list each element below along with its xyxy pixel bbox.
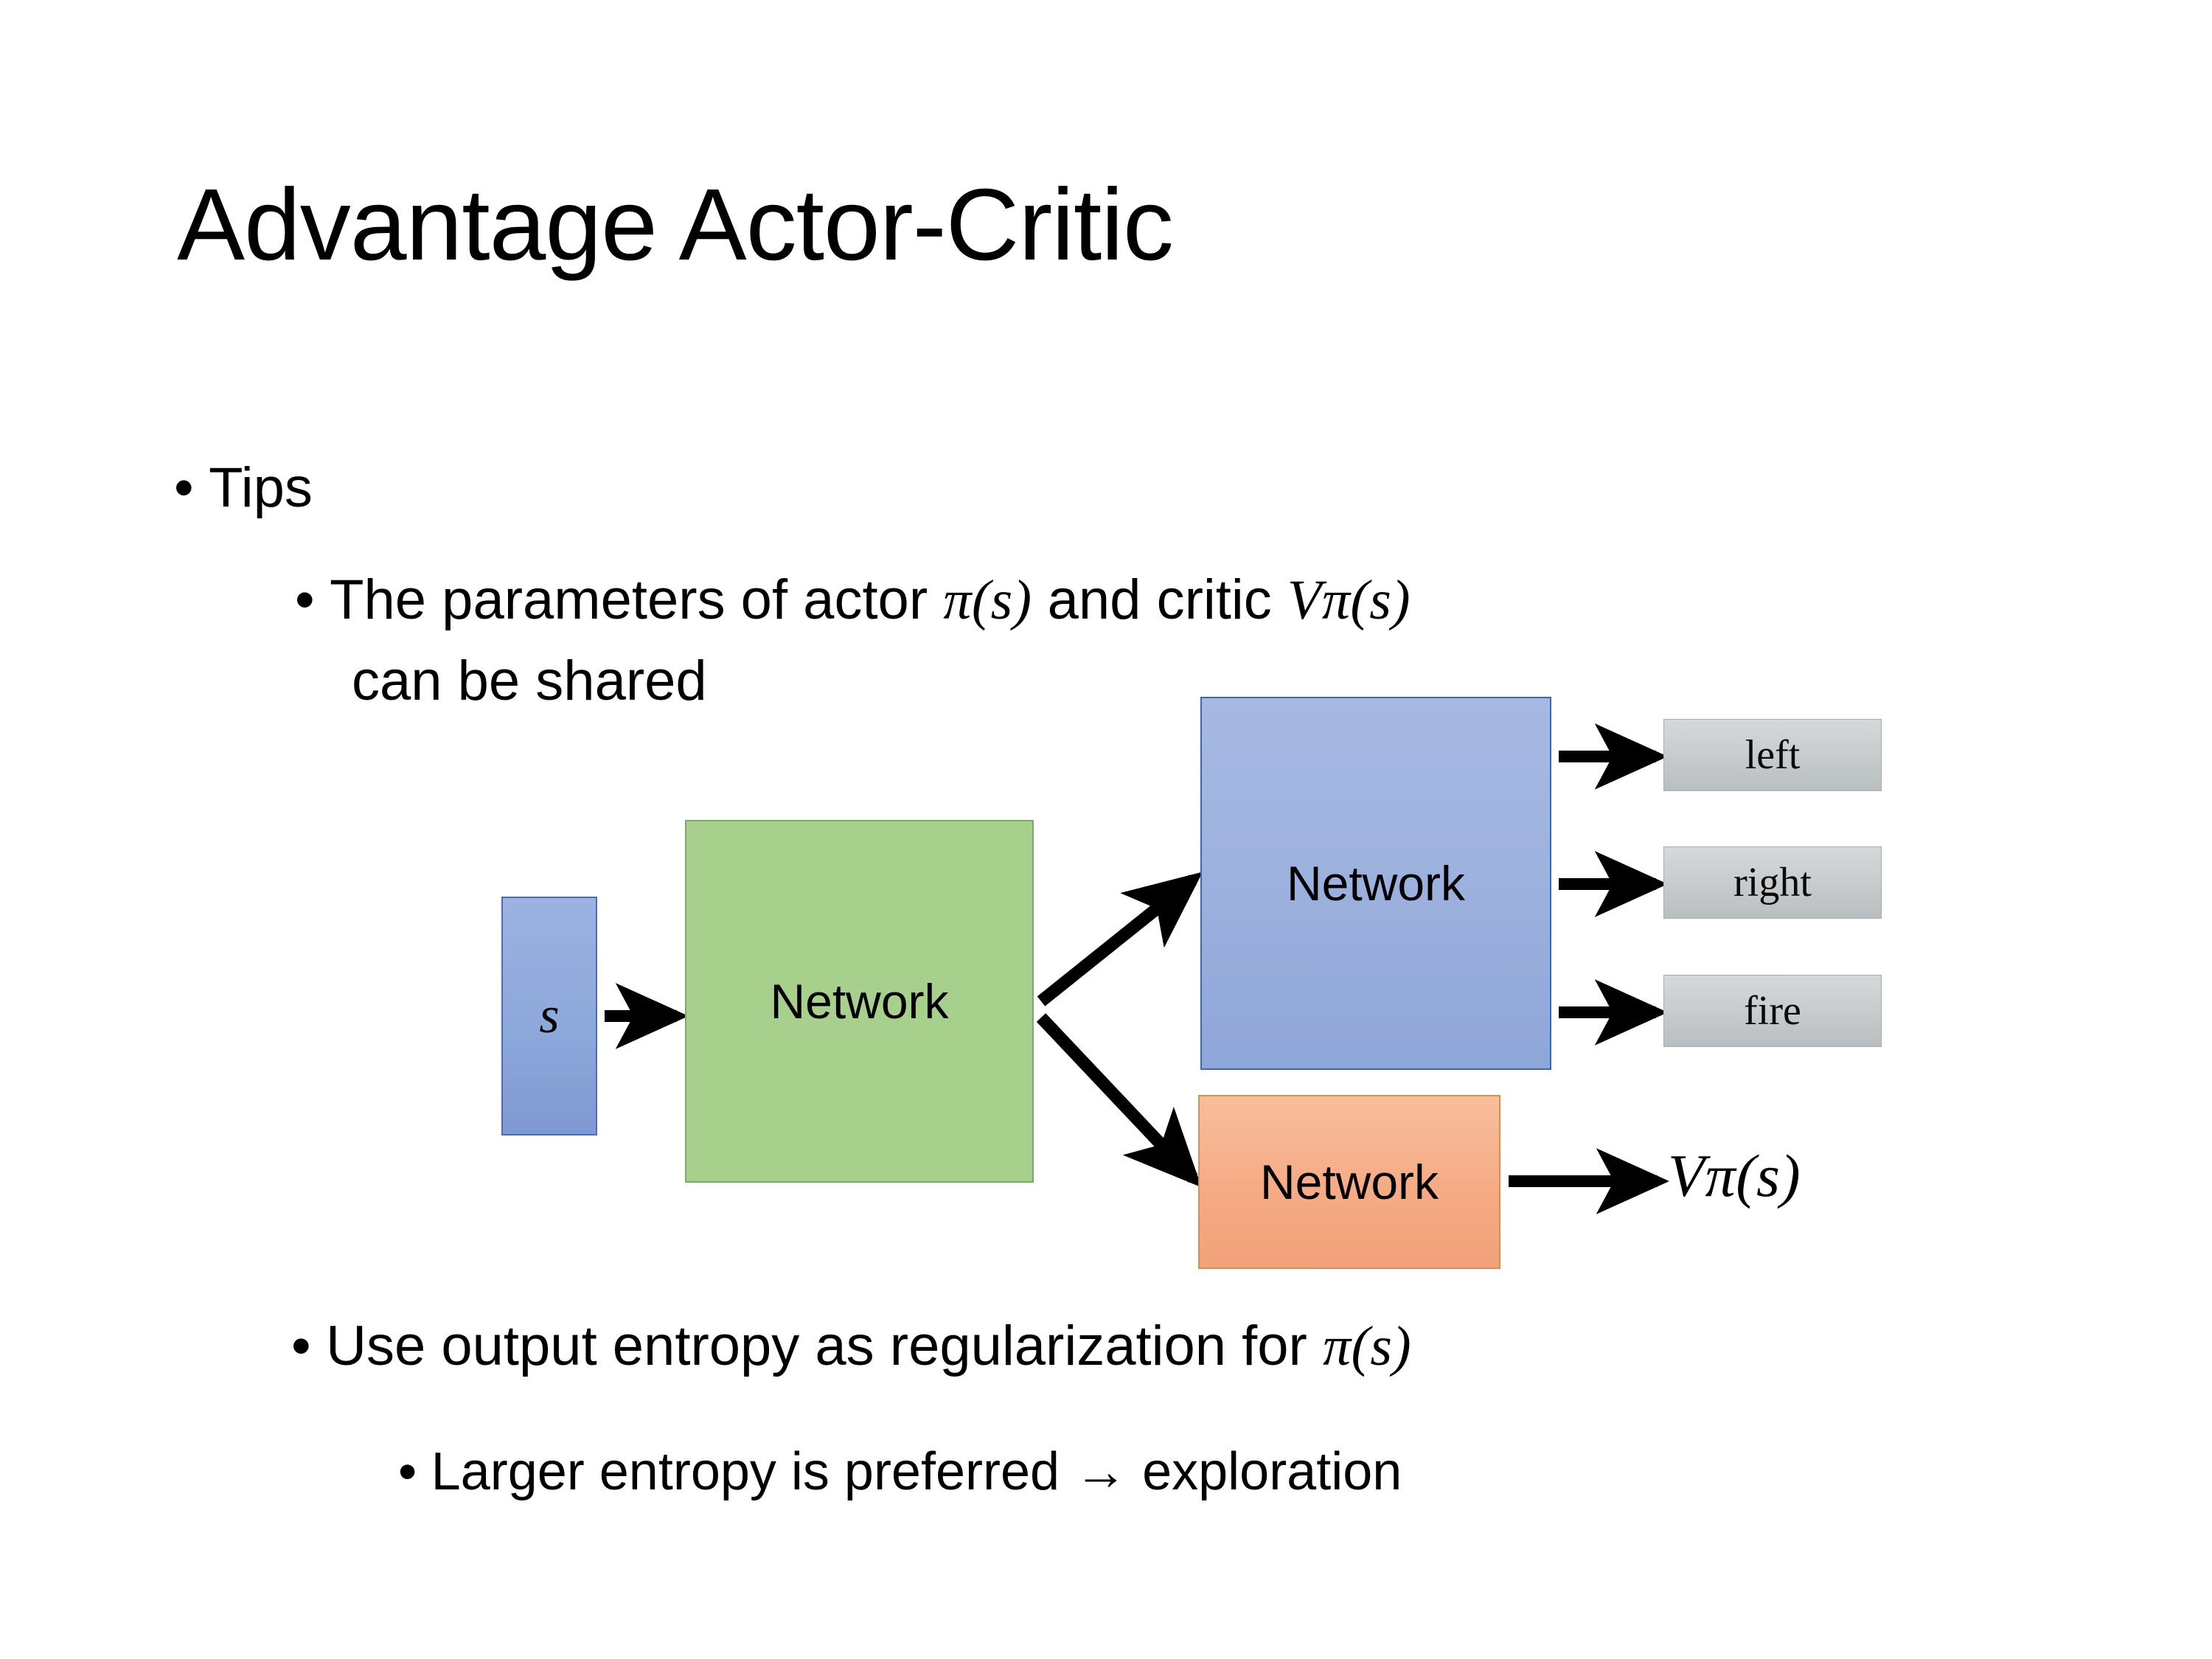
bullet-shared-text-pre: The parameters of actor xyxy=(330,568,944,631)
bullet-entropy-text: Use output entropy as regularization for xyxy=(326,1315,1323,1377)
action-output-label: left xyxy=(1745,732,1801,778)
action-output-fire[interactable]: fire xyxy=(1663,975,1882,1047)
shared-network-box[interactable]: Network xyxy=(685,820,1034,1183)
math-v-symbol: V xyxy=(1668,1142,1705,1209)
action-output-label: fire xyxy=(1744,988,1801,1034)
math-v-symbol: V xyxy=(1287,569,1322,631)
action-output-left[interactable]: left xyxy=(1663,719,1882,791)
arrow-shared-to-critic xyxy=(1036,1013,1202,1188)
input-state-box[interactable]: s xyxy=(501,897,597,1135)
bullet-shared-line2: can be shared xyxy=(352,649,707,713)
bullet-larger-entropy: •Larger entropy is preferred → explorati… xyxy=(398,1441,1402,1502)
input-state-label: s xyxy=(539,987,560,1044)
bullet-tips-label: Tips xyxy=(209,456,313,519)
math-pi-of-s: π(s) xyxy=(943,569,1032,631)
page-title: Advantage Actor-Critic xyxy=(177,168,1174,282)
math-v-argument: (s) xyxy=(1736,1142,1801,1209)
critic-network-label: Network xyxy=(1259,1155,1439,1209)
arrow-shared-to-actor xyxy=(1037,872,1203,1006)
math-v-superscript-pi: π xyxy=(1705,1142,1736,1209)
bullet-tips: •Tips xyxy=(174,456,313,520)
bullet-marker-icon: • xyxy=(295,568,315,631)
bullet-shared-line2-label: can be shared xyxy=(352,650,707,712)
bullet-shared-parameters: •The parameters of actor π(s) and critic… xyxy=(295,568,1411,633)
math-v-superscript-pi: π xyxy=(1321,569,1351,631)
critic-network-box[interactable]: Network xyxy=(1198,1095,1500,1269)
value-output-label: Vπ(s) xyxy=(1668,1141,1801,1211)
bullet-marker-icon: • xyxy=(398,1442,417,1501)
bullet-marker-icon: • xyxy=(174,456,194,519)
bullet-shared-text-mid: and critic xyxy=(1032,568,1287,631)
actor-network-box[interactable]: Network xyxy=(1200,697,1551,1070)
bullet-larger-entropy-label: Larger entropy is preferred → exploratio… xyxy=(431,1442,1402,1501)
action-output-label: right xyxy=(1733,860,1812,905)
bullet-marker-icon: • xyxy=(291,1315,311,1377)
actor-network-label: Network xyxy=(1286,856,1466,911)
math-v-argument: (s) xyxy=(1350,569,1411,631)
shared-network-label: Network xyxy=(770,974,949,1029)
bullet-entropy-regularization: •Use output entropy as regularization fo… xyxy=(291,1314,1411,1379)
math-pi-of-s: π(s) xyxy=(1322,1315,1412,1377)
action-output-right[interactable]: right xyxy=(1663,846,1882,919)
